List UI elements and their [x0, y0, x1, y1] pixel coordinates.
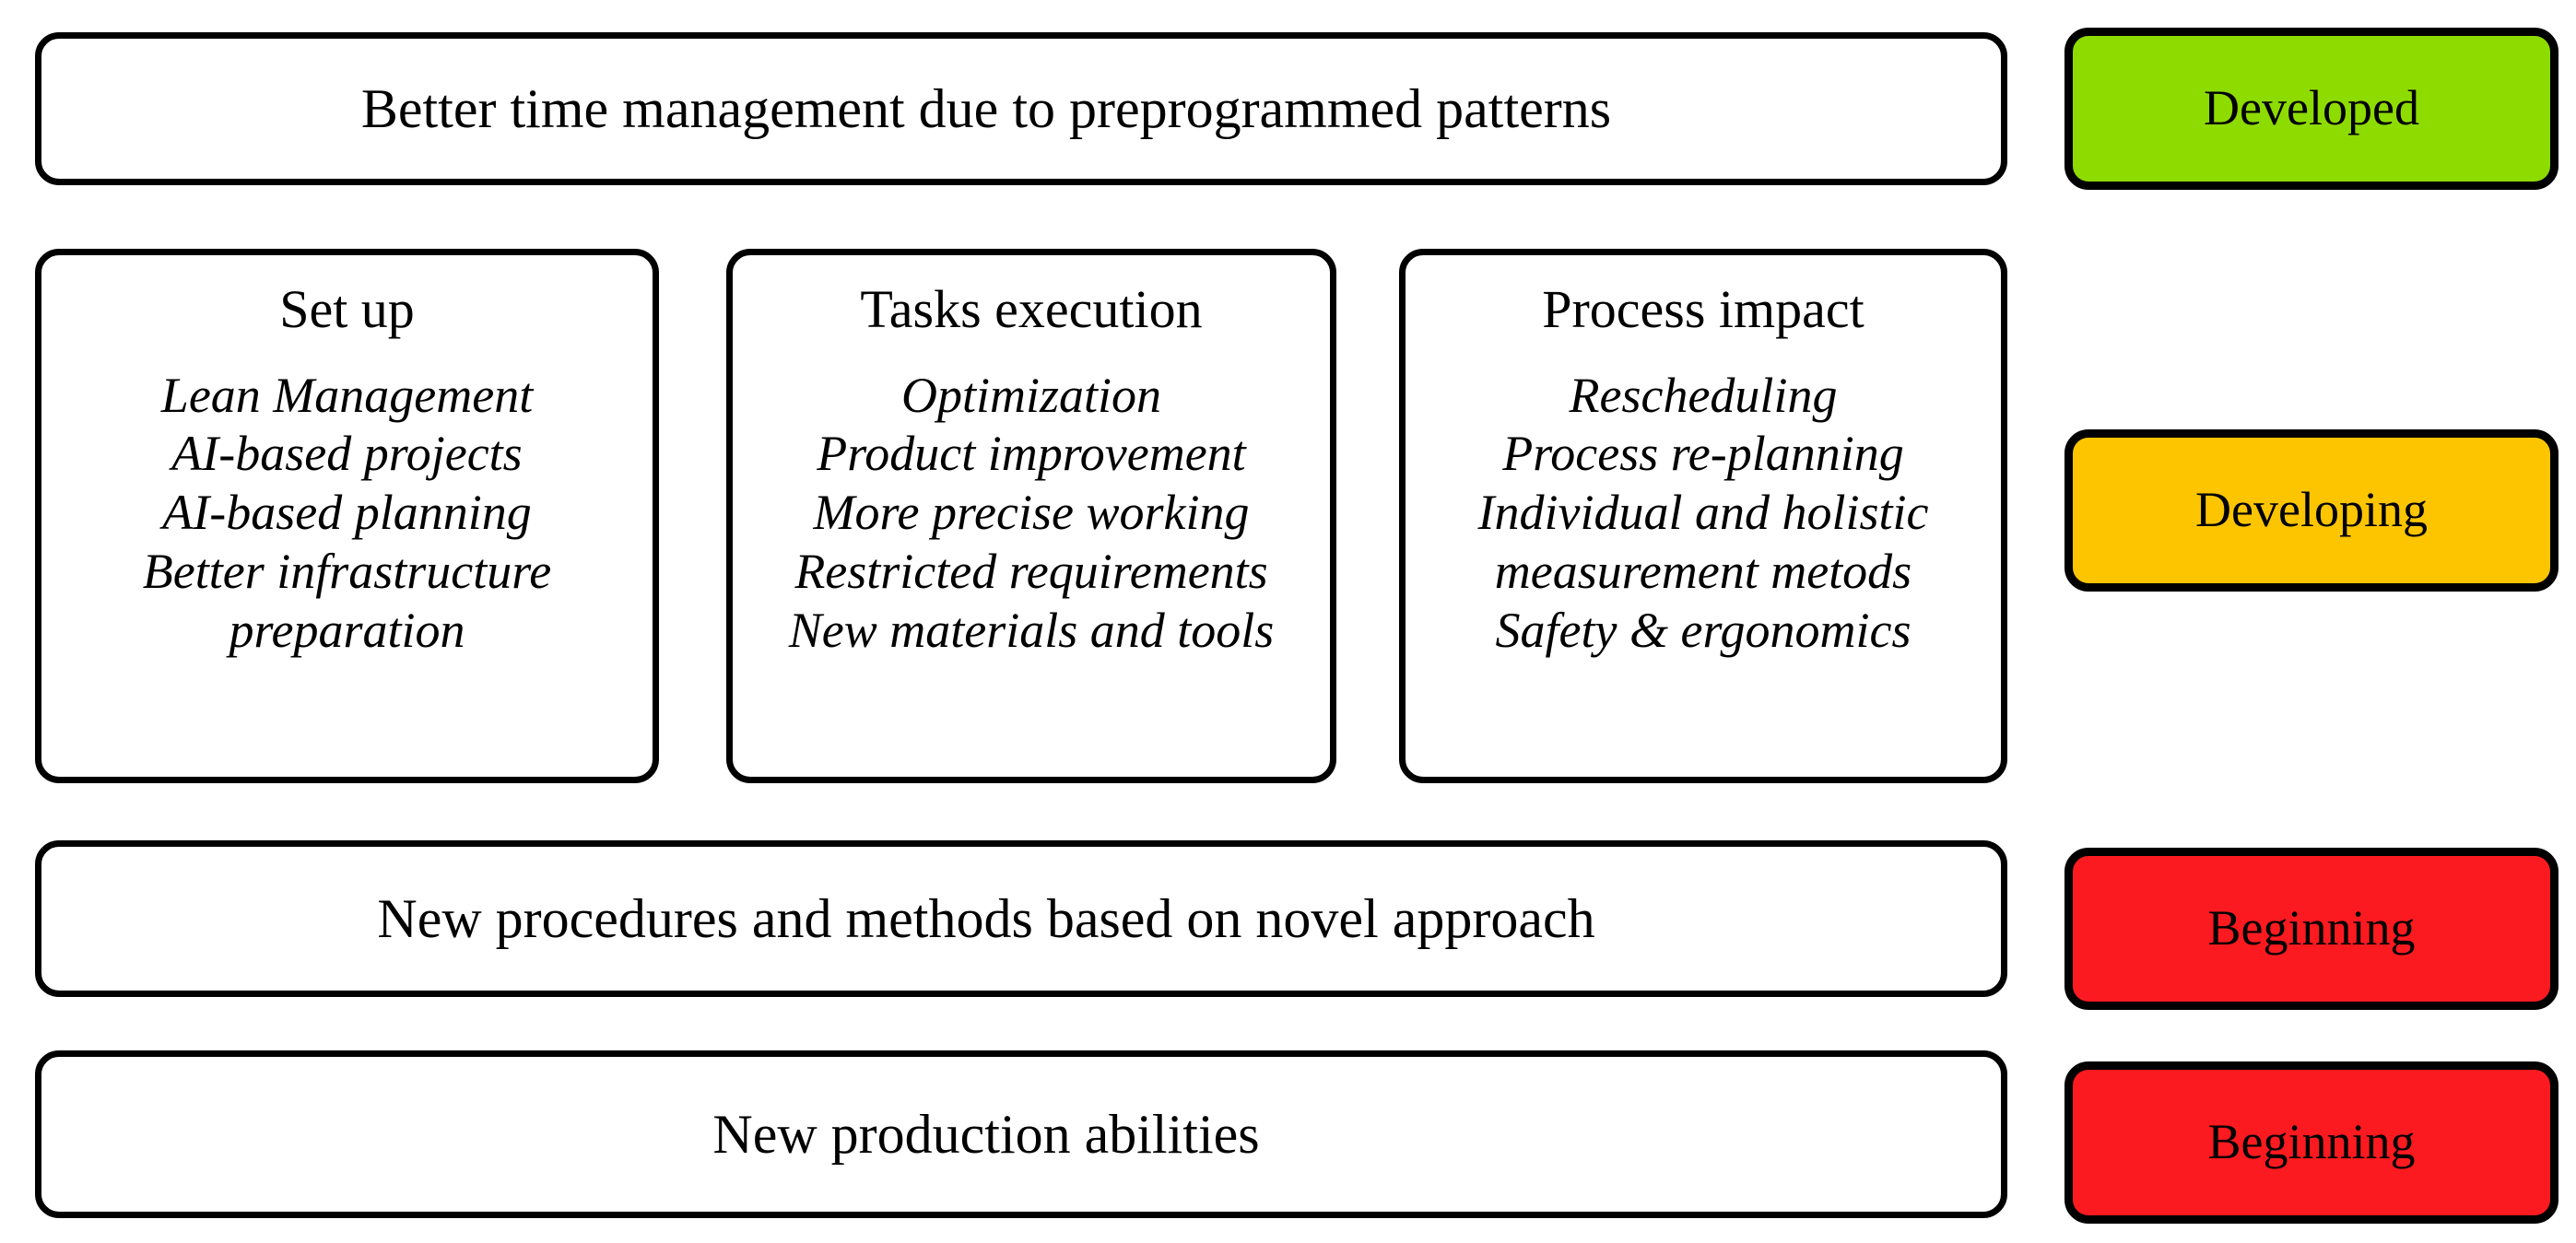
- category-item: Process re-planning: [1502, 426, 1904, 482]
- outcome-label-new-procedures: New procedures and methods based on nove…: [377, 888, 1595, 949]
- status-badge-label: Developing: [2195, 482, 2428, 538]
- category-item-list-tasks-execution: Optimization Product improvement More pr…: [733, 367, 1330, 661]
- category-item: New materials and tools: [788, 602, 1275, 658]
- category-heading-process-impact: Process impact: [1542, 279, 1864, 339]
- category-item: AI-based projects: [171, 426, 523, 482]
- category-item: Optimization: [900, 367, 1162, 423]
- status-badge-developing[interactable]: Developing: [2064, 429, 2558, 592]
- category-box-tasks-execution[interactable]: Tasks execution Optimization Product imp…: [726, 249, 1336, 783]
- category-item-list-process-impact: Rescheduling Process re-planning Individ…: [1406, 367, 2001, 661]
- status-badge-beginning-production[interactable]: Beginning: [2064, 1061, 2558, 1224]
- category-item: Lean Management: [160, 367, 534, 423]
- category-item: Better infrastructure preparation: [142, 543, 552, 658]
- status-badge-label: Developed: [2204, 80, 2419, 136]
- outcome-box-new-production-abilities[interactable]: New production abilities: [35, 1050, 2007, 1218]
- category-item: AI-based planning: [162, 485, 532, 541]
- category-box-set-up[interactable]: Set up Lean Management AI-based projects…: [35, 249, 659, 783]
- category-heading-tasks-execution: Tasks execution: [860, 279, 1203, 339]
- outcome-label-time-management: Better time management due to preprogram…: [360, 78, 1612, 139]
- category-item: Rescheduling: [1569, 367, 1838, 423]
- category-box-process-impact[interactable]: Process impact Rescheduling Process re-p…: [1399, 249, 2007, 783]
- outcome-box-time-management[interactable]: Better time management due to preprogram…: [35, 32, 2007, 185]
- category-item: Safety & ergonomics: [1495, 602, 1911, 658]
- category-item: More precise working: [813, 485, 1250, 541]
- category-item: Restricted requirements: [794, 543, 1268, 599]
- status-badge-beginning-procedures[interactable]: Beginning: [2064, 848, 2558, 1010]
- outcome-label-new-production-abilities: New production abilities: [712, 1104, 1260, 1165]
- outcome-box-new-procedures[interactable]: New procedures and methods based on nove…: [35, 840, 2007, 997]
- category-item: Product improvement: [817, 426, 1246, 482]
- category-item: Individual and holistic measurement meto…: [1477, 485, 1929, 599]
- status-badge-label: Beginning: [2207, 1114, 2416, 1170]
- category-heading-set-up: Set up: [279, 279, 415, 339]
- status-badge-label: Beginning: [2207, 900, 2416, 956]
- category-item-list-set-up: Lean Management AI-based projects AI-bas…: [41, 367, 653, 661]
- status-badge-developed[interactable]: Developed: [2064, 28, 2558, 190]
